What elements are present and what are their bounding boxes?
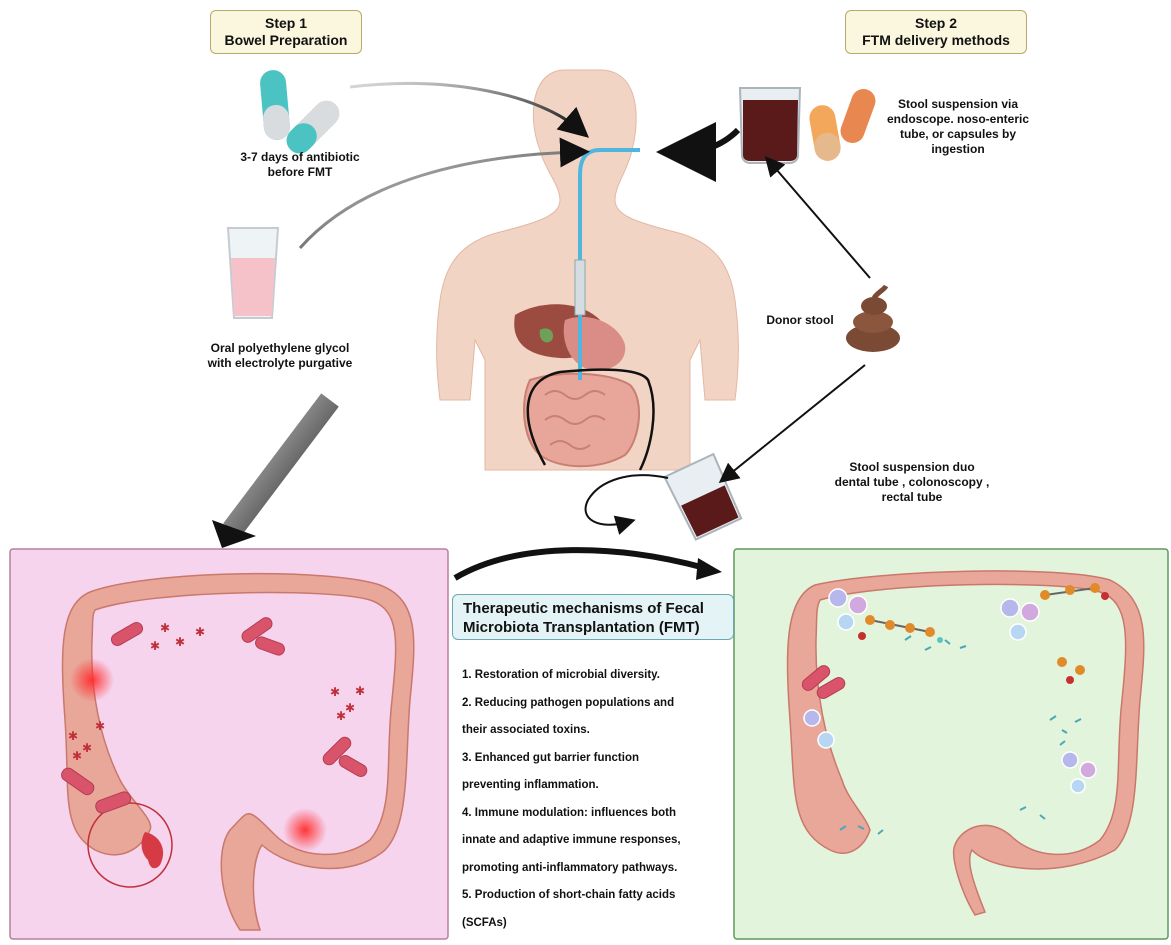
- step1-box: Step 1 Bowel Preparation: [210, 10, 362, 54]
- donor-to-upper-arrow: [770, 162, 870, 278]
- lower-delivery-label: Stool suspension duo dental tube , colon…: [822, 460, 1002, 505]
- mechanism-line: innate and adaptive immune responses,: [462, 827, 732, 855]
- mechanism-line: (SCFAs): [462, 910, 732, 938]
- mechanisms-title-line2: Microbiota Transplantation (FMT): [463, 618, 733, 637]
- upper-delivery-label: Stool suspension via endoscope. noso-ent…: [878, 97, 1038, 157]
- peg-label: Oral polyethylene glycol with electrolyt…: [185, 341, 375, 371]
- capsule-icon: [259, 69, 345, 159]
- upper-delivery-line3: tube, or capsules by: [878, 127, 1038, 142]
- mechanism-line: 5. Production of short-chain fatty acids: [462, 882, 732, 910]
- step2-box: Step 2 FTM delivery methods: [845, 10, 1027, 54]
- antibiotic-label-line2: before FMT: [225, 165, 375, 180]
- upper-delivery-line1: Stool suspension via: [878, 97, 1038, 112]
- svg-text:✱: ✱: [175, 635, 185, 649]
- beaker-icon: [740, 88, 800, 163]
- peg-label-line1: Oral polyethylene glycol: [185, 341, 375, 356]
- mechanism-line: preventing inflammation.: [462, 772, 732, 800]
- lower-delivery-line1: Stool suspension duo: [822, 460, 1002, 475]
- mechanisms-title-line1: Therapeutic mechanisms of Fecal: [463, 599, 733, 618]
- mechanism-line: 3. Enhanced gut barrier function: [462, 745, 732, 773]
- mechanism-line: promoting anti-inflammatory pathways.: [462, 855, 732, 883]
- glass-icon: [228, 228, 278, 318]
- step2-title: Step 2: [846, 15, 1026, 32]
- antibiotic-label: 3-7 days of antibiotic before FMT: [225, 150, 375, 180]
- svg-text:✱: ✱: [345, 701, 355, 715]
- svg-text:✱: ✱: [355, 684, 365, 698]
- to-mouth-arrow: [680, 130, 738, 152]
- svg-text:✱: ✱: [72, 749, 82, 763]
- upper-delivery-line4: ingestion: [878, 142, 1038, 157]
- svg-text:✱: ✱: [160, 621, 170, 635]
- step1-to-panel-arrow: [232, 400, 330, 530]
- lower-beaker-arrow: [586, 475, 668, 525]
- svg-text:✱: ✱: [330, 685, 340, 699]
- donor-stool-label: Donor stool: [755, 313, 845, 328]
- lower-delivery-line3: rectal tube: [822, 490, 1002, 505]
- capsule-icon: [807, 86, 879, 163]
- svg-text:✱: ✱: [195, 625, 205, 639]
- lower-delivery-line2: dental tube , colonoscopy ,: [822, 475, 1002, 490]
- peg-label-line2: with electrolyte purgative: [185, 356, 375, 371]
- step1-subtitle: Bowel Preparation: [211, 32, 361, 49]
- mechanism-line: 1. Restoration of microbial diversity.: [462, 662, 732, 690]
- upper-delivery-line2: endoscope. noso-enteric: [878, 112, 1038, 127]
- svg-text:✱: ✱: [82, 741, 92, 755]
- mechanism-line: 2. Reducing pathogen populations and: [462, 690, 732, 718]
- mechanisms-list: 1. Restoration of microbial diversity. 2…: [462, 662, 732, 937]
- mechanisms-title: Therapeutic mechanisms of Fecal Microbio…: [452, 594, 734, 640]
- panel-to-panel-arrow: [455, 550, 705, 578]
- stool-icon: [846, 286, 900, 352]
- panel-to-panel-arrowhead: [696, 558, 722, 580]
- svg-text:✱: ✱: [150, 639, 160, 653]
- svg-text:✱: ✱: [95, 719, 105, 733]
- svg-text:✱: ✱: [68, 729, 78, 743]
- step1-title: Step 1: [211, 15, 361, 32]
- human-body-icon: [437, 70, 739, 470]
- mechanism-line: 4. Immune modulation: influences both: [462, 800, 732, 828]
- step2-subtitle: FTM delivery methods: [846, 32, 1026, 49]
- antibiotic-label-line1: 3-7 days of antibiotic: [225, 150, 375, 165]
- svg-text:✱: ✱: [336, 709, 346, 723]
- mechanism-line: their associated toxins.: [462, 717, 732, 745]
